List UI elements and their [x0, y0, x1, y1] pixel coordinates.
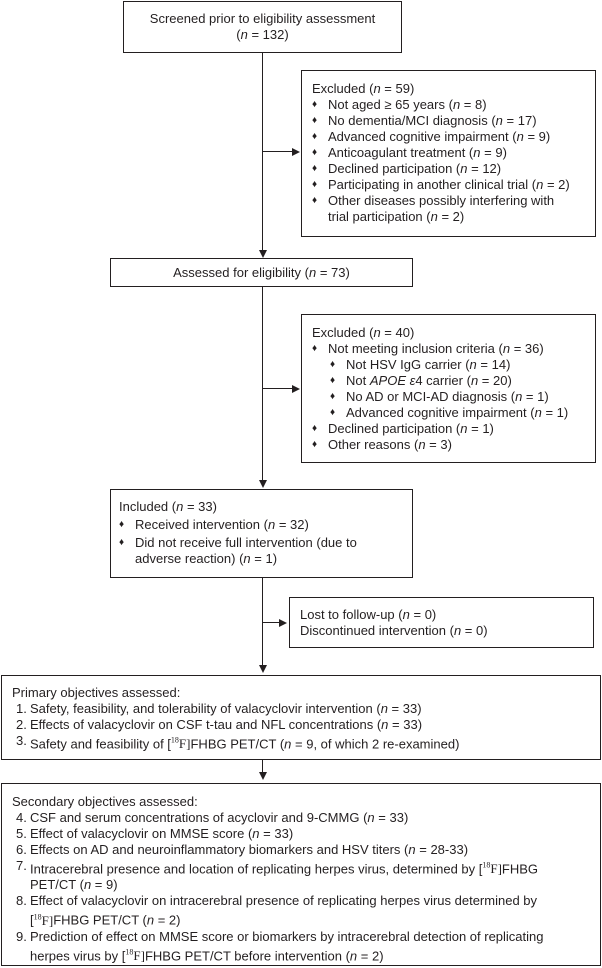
list-subitem: ♦No AD or MCI-AD diagnosis (n = 1)	[330, 389, 549, 404]
branch-connector-3	[262, 622, 279, 624]
excluded-box-2: Excluded (n = 40) ♦Not meeting inclusion…	[301, 314, 596, 463]
list-item: 3.Safety and feasibility of [18F]FHBG PE…	[16, 733, 460, 752]
lost-box: Lost to follow-up (n = 0) Discontinued i…	[289, 597, 594, 648]
list-item: 8.Effect of valacyclovir on intracerebra…	[16, 893, 538, 928]
list-subitem: ♦Not HSV IgG carrier (n = 14)	[330, 357, 511, 372]
secondary-title: Secondary objectives assessed:	[12, 794, 198, 809]
main-connector-2	[262, 287, 264, 481]
excluded2-title: Excluded (n = 40)	[312, 325, 415, 340]
list-item: ♦Participating in another clinical trial…	[312, 177, 570, 192]
arrow-to-secondary	[259, 772, 267, 780]
screened-box: Screened prior to eligibility assessment…	[123, 1, 402, 53]
screened-count: (n = 132)	[236, 27, 289, 42]
list-subitem: ♦Advanced cognitive impairment (n = 1)	[330, 405, 569, 420]
arrow-to-lost	[279, 618, 287, 627]
list-subitem: ♦Not APOE ε4 carrier (n = 20)	[330, 373, 512, 388]
arrow-to-assessed	[259, 250, 267, 258]
list-item: 2.Effects of valacyclovir on CSF t-tau a…	[16, 717, 423, 732]
included-box: Included (n = 33) ♦Received intervention…	[110, 489, 413, 578]
list-item: 5.Effect of valacyclovir on MMSE score (…	[16, 826, 294, 841]
screened-label: Screened prior to eligibility assessment	[149, 11, 376, 26]
assessed-count: 73	[331, 265, 346, 280]
included-title: Included (n = 33)	[119, 499, 217, 514]
assessed-box: Assessed for eligibility (n = 73)	[110, 258, 413, 287]
branch-connector-1	[262, 151, 292, 153]
primary-objectives-box: Primary objectives assessed: 1.Safety, f…	[1, 675, 601, 760]
list-item: ♦Did not receive full intervention (due …	[119, 535, 357, 566]
branch-connector-2	[262, 388, 292, 390]
list-item: ♦Declined participation (n = 12)	[312, 161, 502, 176]
list-item: ♦Anticoagulant treatment (n = 9)	[312, 145, 507, 160]
list-item: 6.Effects on AD and neuroinflammatory bi…	[16, 842, 469, 857]
list-item: 4.CSF and serum concentrations of acyclo…	[16, 810, 409, 825]
lost-followup: Lost to follow-up (n = 0)	[300, 607, 437, 622]
arrow-to-excluded2	[292, 384, 300, 393]
list-item: ♦Received intervention (n = 32)	[119, 517, 309, 532]
excluded1-title: Excluded (n = 59)	[312, 81, 415, 96]
list-item: ♦No dementia/MCI diagnosis (n = 17)	[312, 113, 537, 128]
main-connector-4	[262, 760, 264, 773]
list-item: 7.Intracerebral presence and location of…	[16, 858, 539, 893]
secondary-objectives-box: Secondary objectives assessed: 4.CSF and…	[1, 783, 601, 966]
list-item: ♦Advanced cognitive impairment (n = 9)	[312, 129, 551, 144]
list-item: ♦Declined participation (n = 1)	[312, 421, 494, 436]
arrow-to-primary	[259, 665, 267, 673]
list-item: ♦Not meeting inclusion criteria (n = 36)	[312, 341, 544, 356]
list-item: ♦Not aged ≥ 65 years (n = 8)	[312, 97, 487, 112]
primary-title: Primary objectives assessed:	[12, 685, 181, 700]
discontinued: Discontinued intervention (n = 0)	[300, 623, 488, 638]
list-item: ♦Other diseases possibly interfering wit…	[312, 193, 555, 224]
list-item: ♦Other reasons (n = 3)	[312, 437, 452, 452]
assessed-label: Assessed for eligibility	[173, 265, 302, 280]
arrow-to-included	[259, 480, 267, 488]
list-item: 9.Prediction of effect on MMSE score or …	[16, 928, 544, 963]
excluded-box-1: Excluded (n = 59) ♦Not aged ≥ 65 years (…	[301, 70, 596, 237]
main-connector-3	[262, 578, 264, 665]
arrow-to-excluded1	[292, 147, 300, 156]
list-item: 1.Safety, feasibility, and tolerability …	[16, 701, 422, 716]
